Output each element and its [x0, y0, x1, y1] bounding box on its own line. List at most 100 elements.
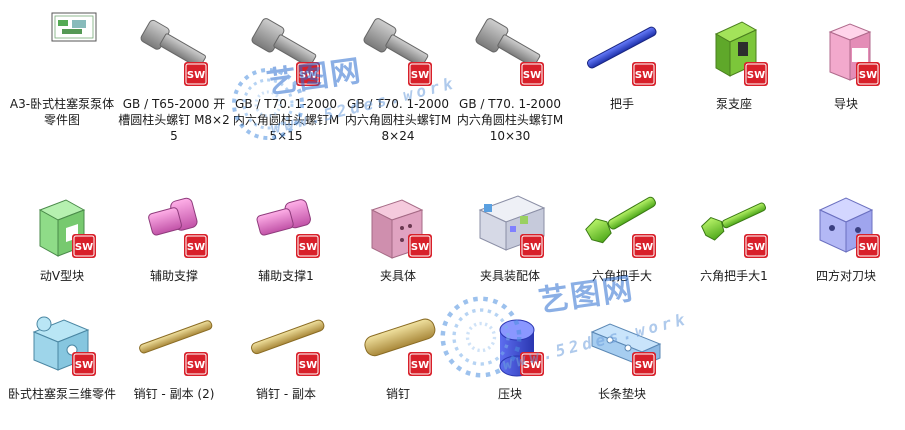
solidworks-badge-icon: SW: [520, 234, 544, 258]
file-item[interactable]: SW GB / T70. 1-2000内六角圆柱头螺钉M10×30: [454, 4, 566, 143]
file-item[interactable]: SW GB / T70. 1-2000内六角圆柱头螺钉M8×24: [342, 4, 454, 143]
file-label: 六角把手大1: [700, 269, 768, 283]
file-label: GB / T70. 1-2000内六角圆柱头螺钉M10×30: [456, 97, 564, 143]
svg-text:SW: SW: [187, 360, 205, 371]
svg-text:SW: SW: [411, 242, 429, 253]
hex-handle-icon: [582, 180, 662, 260]
svg-text:SW: SW: [75, 242, 93, 253]
file-item[interactable]: SW 卧式柱塞泵三维零件: [6, 294, 118, 430]
file-item[interactable]: SW 六角把手大: [566, 176, 678, 312]
file-item[interactable]: SW 六角把手大1: [678, 176, 790, 312]
solidworks-badge-icon: SW: [632, 62, 656, 86]
file-item[interactable]: SW 长条垫块: [566, 294, 678, 430]
solidworks-badge-icon: SW: [296, 62, 320, 86]
pin-icon: [358, 298, 438, 378]
svg-text:SW: SW: [187, 70, 205, 81]
file-item[interactable]: SW 辅助支撑: [118, 176, 230, 312]
solidworks-badge-icon: SW: [744, 62, 768, 86]
file-item[interactable]: SW GB / T65-2000 开槽圆柱头螺钉 M8×25: [118, 4, 230, 143]
svg-text:SW: SW: [635, 242, 653, 253]
file-label: 长条垫块: [597, 387, 646, 401]
solidworks-badge-icon: SW: [408, 352, 432, 376]
screw-icon: [358, 8, 438, 88]
file-label: 辅助支撑: [149, 269, 198, 283]
svg-text:SW: SW: [635, 360, 653, 371]
file-item[interactable]: SW 把手: [566, 4, 678, 140]
file-label: 辅助支撑1: [258, 269, 314, 283]
solidworks-badge-icon: SW: [184, 62, 208, 86]
file-item[interactable]: SW 导块: [790, 4, 902, 140]
assembly-icon: [470, 180, 550, 260]
file-item[interactable]: SW 夹具体: [342, 176, 454, 312]
file-label: 四方对刀块: [815, 269, 876, 283]
solidworks-badge-icon: SW: [856, 62, 880, 86]
solidworks-badge-icon: SW: [296, 352, 320, 376]
file-label: 把手: [609, 97, 634, 111]
solidworks-badge-icon: SW: [520, 352, 544, 376]
file-item[interactable]: SW 销钉 - 副本 (2): [118, 294, 230, 430]
solidworks-badge-icon: SW: [296, 234, 320, 258]
solidworks-badge-icon: SW: [632, 352, 656, 376]
solidworks-badge-icon: SW: [408, 234, 432, 258]
file-label: 动V型块: [39, 269, 85, 283]
file-item[interactable]: SW 销钉 - 副本: [230, 294, 342, 430]
solidworks-badge-icon: SW: [632, 234, 656, 258]
support-icon: [246, 180, 326, 260]
file-item[interactable]: SW 辅助支撑1: [230, 176, 342, 312]
svg-text:SW: SW: [523, 70, 541, 81]
solidworks-badge-icon: SW: [520, 62, 544, 86]
file-item[interactable]: SW 泵支座: [678, 4, 790, 140]
file-label: 压块: [497, 387, 522, 401]
file-label: 夹具体: [379, 269, 416, 283]
svg-text:SW: SW: [75, 360, 93, 371]
square-block-icon: [806, 180, 886, 260]
solidworks-badge-icon: SW: [184, 352, 208, 376]
svg-text:SW: SW: [299, 70, 317, 81]
file-item[interactable]: SW 销钉: [342, 294, 454, 430]
file-item[interactable]: SW 动V型块: [6, 176, 118, 312]
svg-text:SW: SW: [187, 242, 205, 253]
file-label: GB / T70. 1-2000内六角圆柱头螺钉M5×15: [232, 97, 340, 143]
svg-text:SW: SW: [859, 242, 877, 253]
file-item[interactable]: A3-卧式柱塞泵泵体零件图: [6, 4, 118, 140]
file-label: 夹具装配体: [479, 269, 540, 283]
solidworks-badge-icon: SW: [856, 234, 880, 258]
drawing-icon: [22, 8, 102, 88]
solidworks-badge-icon: SW: [184, 234, 208, 258]
svg-text:SW: SW: [635, 70, 653, 81]
pin-icon: [246, 298, 326, 378]
screw-icon: [246, 8, 326, 88]
svg-text:SW: SW: [299, 360, 317, 371]
file-label: GB / T65-2000 开槽圆柱头螺钉 M8×25: [118, 97, 230, 143]
svg-text:SW: SW: [747, 70, 765, 81]
solidworks-badge-icon: SW: [72, 234, 96, 258]
file-item[interactable]: SW 夹具装配体: [454, 176, 566, 312]
file-label: A3-卧式柱塞泵泵体零件图: [9, 97, 115, 127]
file-label: 销钉: [385, 387, 410, 401]
solidworks-badge-icon: SW: [408, 62, 432, 86]
hex-handle-icon: [694, 180, 774, 260]
svg-text:SW: SW: [859, 70, 877, 81]
screw-icon: [470, 8, 550, 88]
file-label: GB / T70. 1-2000内六角圆柱头螺钉M8×24: [344, 97, 452, 143]
file-label: 卧式柱塞泵三维零件: [7, 387, 116, 401]
svg-text:SW: SW: [299, 242, 317, 253]
file-label: 销钉 - 副本: [256, 387, 316, 401]
file-label: 导块: [833, 97, 858, 111]
file-item[interactable]: SW GB / T70. 1-2000内六角圆柱头螺钉M5×15: [230, 4, 342, 143]
solidworks-badge-icon: SW: [72, 352, 96, 376]
solidworks-badge-icon: SW: [744, 234, 768, 258]
svg-text:SW: SW: [523, 242, 541, 253]
file-item[interactable]: SW 四方对刀块: [790, 176, 902, 312]
file-label: 六角把手大: [591, 269, 652, 283]
support-icon: [134, 180, 214, 260]
file-label: 泵支座: [715, 97, 752, 111]
file-label: 销钉 - 副本 (2): [133, 387, 215, 401]
handle-rod-icon: [582, 8, 662, 88]
svg-text:SW: SW: [523, 360, 541, 371]
pin-icon: [134, 298, 214, 378]
file-item[interactable]: SW 压块: [454, 294, 566, 430]
svg-text:SW: SW: [411, 70, 429, 81]
svg-text:SW: SW: [411, 360, 429, 371]
